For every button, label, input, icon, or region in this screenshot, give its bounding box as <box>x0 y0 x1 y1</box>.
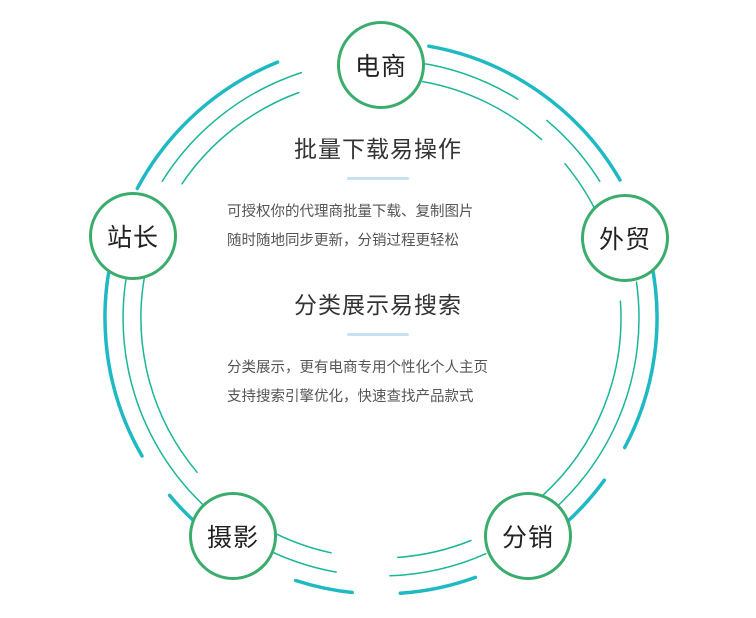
inner-ring-arc <box>540 300 622 498</box>
inner-ring-arc <box>396 539 472 559</box>
description-line: 随时随地同步更新，分销过程更轻松 <box>227 233 459 249</box>
section-description-batch-download: 可授权你的代理商批量下载、复制图片 随时随地同步更新，分销过程更轻松 <box>227 198 756 256</box>
node-foreign-trade[interactable]: 外贸 <box>581 194 669 282</box>
node-distribution[interactable]: 分销 <box>484 492 572 580</box>
inner-ring-arc <box>421 80 543 141</box>
node-ecommerce[interactable]: 电商 <box>337 21 425 109</box>
outer-ring-arc <box>398 575 478 596</box>
outer-ring-arc <box>427 44 622 182</box>
node-distribution-label: 分销 <box>501 523 554 552</box>
inner-ring-arc <box>416 61 519 100</box>
description-line: 分类展示，更有电商专用个性化个人主页 <box>227 360 488 376</box>
section-title-underline <box>347 333 409 336</box>
inner-ring-arc <box>539 281 640 523</box>
description-line: 可授权你的代理商批量下载、复制图片 <box>227 204 474 220</box>
section-title-batch-download: 批量下载易操作 <box>294 137 462 163</box>
outer-ring-arc <box>293 578 354 595</box>
outer-ring-arc <box>135 60 280 191</box>
section-title-category-display: 分类展示易搜索 <box>294 293 462 319</box>
node-foreign-trade-label: 外贸 <box>598 225 651 254</box>
feature-section-category-display: 分类展示易搜索 分类展示，更有电商专用个性化个人主页 支持搜索引擎优化，快速查找… <box>0 291 756 412</box>
node-ecommerce-label: 电商 <box>354 52 407 81</box>
node-photography-label: 摄影 <box>206 523 259 552</box>
inner-ring-arc <box>181 91 300 185</box>
feature-section-batch-download: 批量下载易操作 可授权你的代理商批量下载、复制图片 随时随地同步更新，分销过程更… <box>0 135 756 256</box>
node-photography[interactable]: 摄影 <box>189 492 277 580</box>
section-description-category-display: 分类展示，更有电商专用个性化个人主页 支持搜索引擎优化，快速查找产品款式 <box>227 354 756 412</box>
outer-ring-arc <box>622 258 659 450</box>
inner-ring-arc <box>161 71 303 183</box>
section-title-underline <box>347 177 409 180</box>
description-line: 支持搜索引擎优化，快速查找产品款式 <box>227 389 474 405</box>
outer-ring-arc <box>563 478 607 525</box>
inner-ring-arc <box>140 251 198 474</box>
inner-ring-arc <box>275 532 332 554</box>
node-webmaster[interactable]: 站长 <box>89 192 177 280</box>
inner-ring-arc <box>389 552 487 577</box>
inner-ring-arc <box>546 119 601 183</box>
node-webmaster-label: 站长 <box>106 223 159 252</box>
